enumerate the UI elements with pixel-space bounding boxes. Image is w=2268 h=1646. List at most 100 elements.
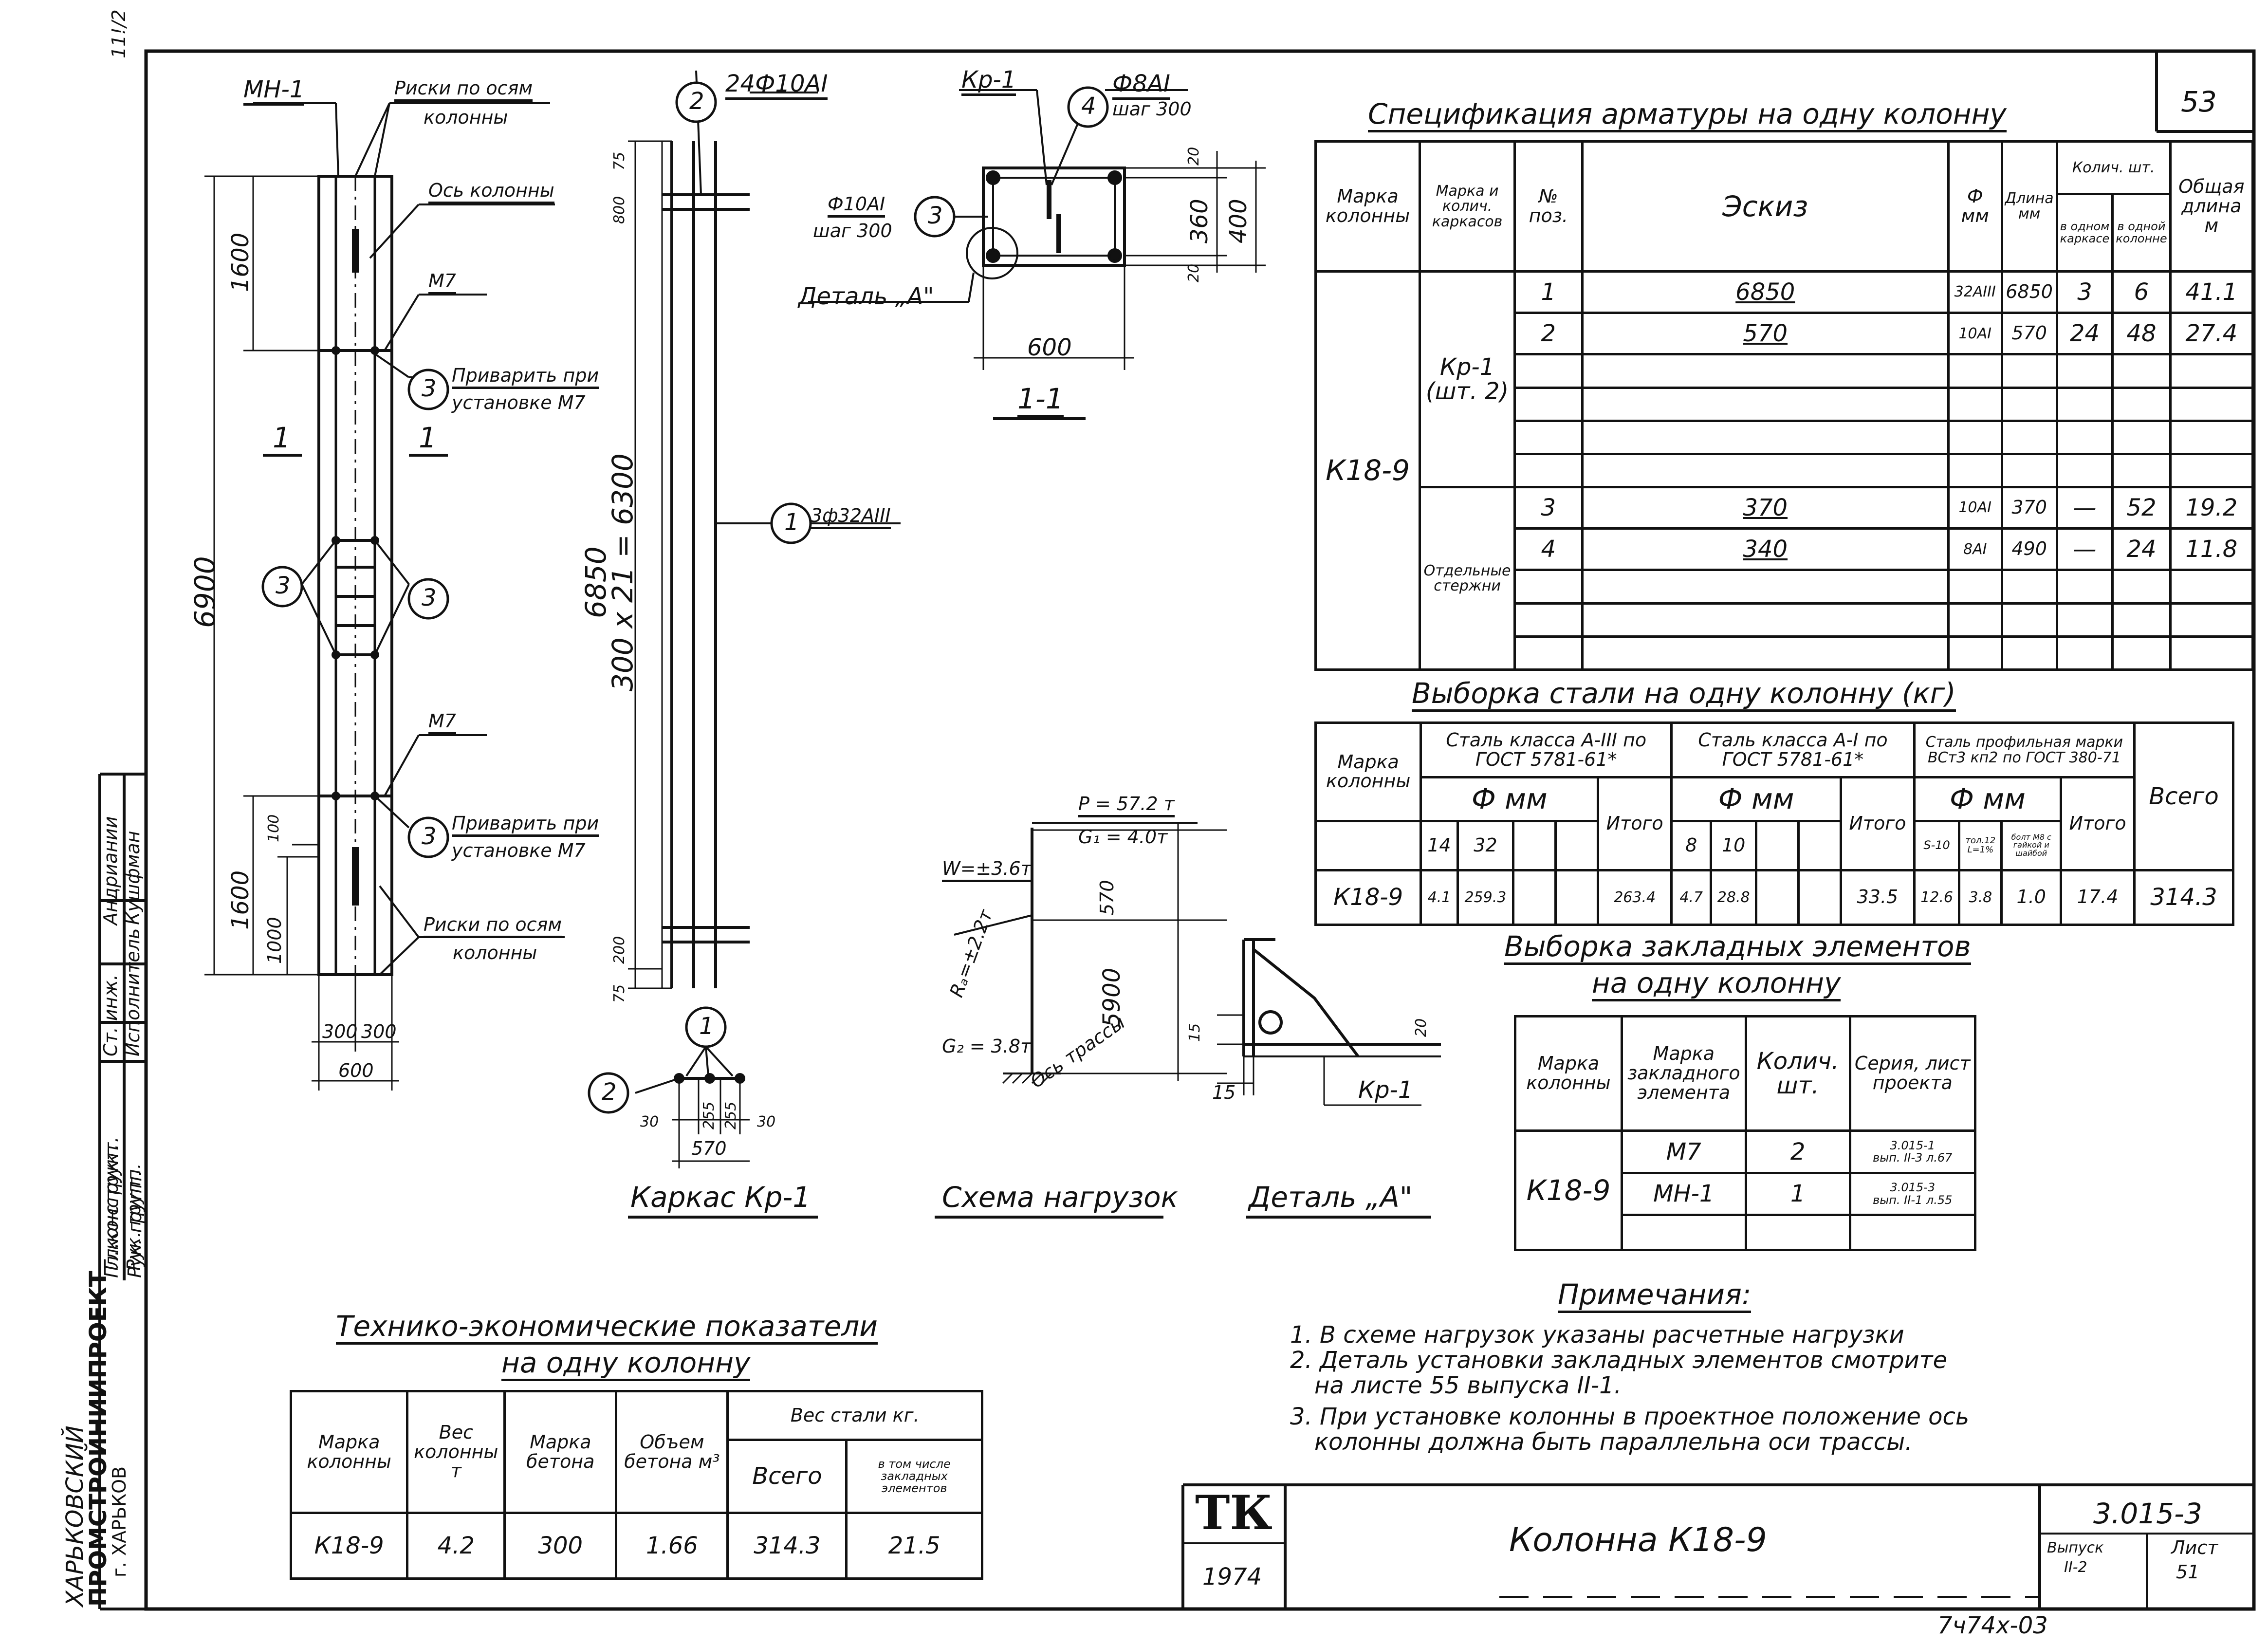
spec-dia-2: 10АI <box>1947 312 2003 356</box>
dim-800: 800 <box>611 196 628 224</box>
sheet-title: Колонна К18-9 <box>1509 1521 1767 1559</box>
callout-3-top: 3 <box>422 375 437 402</box>
dim-570-load: 570 <box>1096 880 1118 915</box>
label-weld-top2: установке М7 <box>452 392 586 413</box>
dim-255-b: 255 <box>722 1101 739 1129</box>
role-senior: Ст. инж. <box>100 974 121 1056</box>
steel-h-total3: Итого <box>2060 776 2136 871</box>
tep-title1: Технико-экономические показатели <box>336 1312 878 1345</box>
name-executor: Кушфман <box>122 831 144 925</box>
dim-600-section: 600 <box>1027 334 1072 361</box>
tep-h-all: Всего <box>726 1439 848 1514</box>
tep-emb: 21.5 <box>845 1512 983 1580</box>
tep-title2: на одну колонну <box>501 1349 751 1381</box>
note-2: 2. Деталь установки закладных элементов … <box>1290 1347 1948 1374</box>
org-line1: ХАРЬКОВСКИЙ <box>61 1425 89 1607</box>
spec-len-3: 370 <box>2000 485 2058 530</box>
role-group-label: Рук. групп. <box>123 1163 145 1271</box>
spec-q2-3: 52 <box>2111 485 2172 530</box>
emb-h-qty: Колич. шт. <box>1744 1015 1851 1132</box>
dim-100: 100 <box>265 814 282 842</box>
dim-200: 200 <box>611 936 628 964</box>
steel-h-total2: Итого <box>1840 776 1916 871</box>
spec-q1-2: 24 <box>2055 312 2114 356</box>
spec-h-cage: Марка и колич. каркасов <box>1419 140 1516 273</box>
dim-1000: 1000 <box>264 917 285 964</box>
steel-d-8: 8 <box>1670 819 1713 871</box>
spec-sketch-4: 340 <box>1581 527 1950 572</box>
steel-all: 314.3 <box>2133 869 2235 926</box>
tk-stamp: ТК <box>1195 1485 1272 1540</box>
spec-separate: Отдельные стержни <box>1419 486 1516 671</box>
dim-15-b: 15 <box>1212 1082 1236 1103</box>
load-g1: G₁ = 4.0т <box>1078 826 1168 848</box>
steel-p1: 12.6 <box>1913 869 1961 926</box>
tep-h-mark: Марка колонны <box>289 1390 409 1514</box>
steel-d-bolt: болт М8 с гайкой и шайбой <box>2000 819 2063 871</box>
dim-20-bottom: 20 <box>1185 263 1202 282</box>
list-value: 51 <box>2176 1561 2200 1583</box>
steel-h-grp3: Сталь профильная марки ВСт3 кп2 по ГОСТ … <box>1913 721 2136 779</box>
dim-1600-top: 1600 <box>227 232 254 292</box>
steel-d-14: 14 <box>1420 819 1459 871</box>
emb-series-2a: 3.015-3 <box>1890 1181 1936 1195</box>
spec-h-qty-cage: в одном каркасе <box>2055 192 2114 273</box>
tep-volume: 1.66 <box>615 1512 729 1580</box>
label-m7-bottom: М7 <box>428 712 456 735</box>
spec-len-2: 570 <box>2000 312 2058 356</box>
spec-total-4: 11.8 <box>2169 527 2254 572</box>
dim-6900: 6900 <box>188 556 221 628</box>
tep-h-emb: в том числе закладных элементов <box>845 1439 983 1514</box>
label-weld-bottom2: установке М7 <box>452 840 586 861</box>
dim-6850: 6850 <box>579 546 612 618</box>
spec-len-4: 490 <box>2000 527 2058 572</box>
steel-d-32: 32 <box>1456 819 1515 871</box>
note-3: 3. При установке колонны в проектное пол… <box>1290 1403 1970 1430</box>
label-pos4: Ф8АI <box>1112 72 1170 100</box>
emb-qty-1: 2 <box>1744 1129 1851 1174</box>
steel-a1-8: 4.7 <box>1670 869 1713 926</box>
spec-col-mark: К18-9 <box>1314 270 1421 671</box>
dim-75-top: 75 <box>611 151 628 170</box>
spec-q1-3: — <box>2055 485 2114 530</box>
label-risks-bottom2: колонны <box>453 942 537 963</box>
spec-h-len: Длина мм <box>2000 140 2058 273</box>
callout-4: 4 <box>1081 92 1096 120</box>
tep-h-steel: Вес стали кг. <box>726 1390 983 1441</box>
spec-h-pos: № поз. <box>1513 140 1584 273</box>
emb-h-series: Серия, лист проекта <box>1848 1015 1977 1132</box>
notes-title: Примечания: <box>1558 1280 1752 1313</box>
label-kr1-detail: Кр-1 <box>1358 1076 1413 1104</box>
dim-300b: 300 <box>361 1021 397 1042</box>
spec-cage-mark: Кр-1 <box>1439 353 1495 381</box>
dim-30-left: 30 <box>640 1113 659 1130</box>
sheet-number: 53 <box>2181 85 2217 118</box>
spec-len-1: 6850 <box>2000 270 2058 314</box>
caption-detail-a: Деталь „А" <box>1249 1181 1413 1214</box>
label-risks-bottom: Риски по осям <box>424 915 562 938</box>
spec-pos-3: 3 <box>1513 485 1584 530</box>
label-detail-a-ref: Деталь „А" <box>798 283 934 310</box>
steel-row-mark: К18-9 <box>1314 869 1422 926</box>
emb-series-2b: вып. II-1 л.55 <box>1873 1193 1953 1207</box>
spec-sketch-3: 370 <box>1581 485 1950 530</box>
callout-1-section: 1 <box>699 1013 714 1040</box>
label-pos4-step: шаг 300 <box>1112 98 1192 120</box>
tep-h-volume: Объем бетона м³ <box>615 1390 729 1514</box>
spec-total-1: 41.1 <box>2169 270 2254 314</box>
note-3-cont: колонны должна быть параллельна оси трас… <box>1314 1428 1913 1456</box>
steel-h-all: Всего <box>2133 721 2235 871</box>
steel-d-t12: тол.12 L=1% <box>1958 819 2003 871</box>
dim-75-bottom: 75 <box>611 984 628 1003</box>
spec-h-sketch: Эскиз <box>1581 140 1950 273</box>
corner-code: 11!/2 <box>108 9 129 58</box>
tep-concrete: 300 <box>503 1512 618 1580</box>
stamp-year: 1974 <box>1202 1563 1262 1591</box>
dim-1600-bottom: 1600 <box>227 870 254 930</box>
tep-all: 314.3 <box>726 1512 848 1580</box>
tep-table: Марка колонны Вес колонны т Марка бетона… <box>289 1390 983 1580</box>
label-pos3-step: шаг 300 <box>813 220 892 241</box>
spec-h-mark: Марка колонны <box>1314 140 1421 273</box>
